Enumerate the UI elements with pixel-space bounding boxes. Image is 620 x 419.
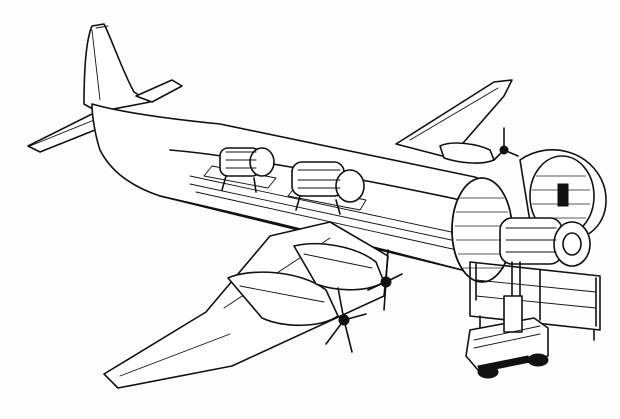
- cargo-jet-engine-1: [203, 147, 277, 193]
- cargo-bay-opening: [451, 177, 513, 283]
- propeller-inner: [367, 249, 403, 311]
- horizontal-stabilizer-right: [135, 79, 183, 103]
- forklift-loader: [465, 261, 549, 379]
- loader-jet-engine: [499, 217, 591, 267]
- propeller-right: [493, 127, 519, 161]
- vertical-stabilizer: [83, 23, 151, 113]
- engine-nacelle-outer: [227, 271, 339, 327]
- propeller-outer: [325, 287, 367, 353]
- engine-nacelle-inner: [293, 242, 385, 291]
- cargo-jet-engine-2: [287, 161, 367, 215]
- wing-right: [395, 79, 513, 164]
